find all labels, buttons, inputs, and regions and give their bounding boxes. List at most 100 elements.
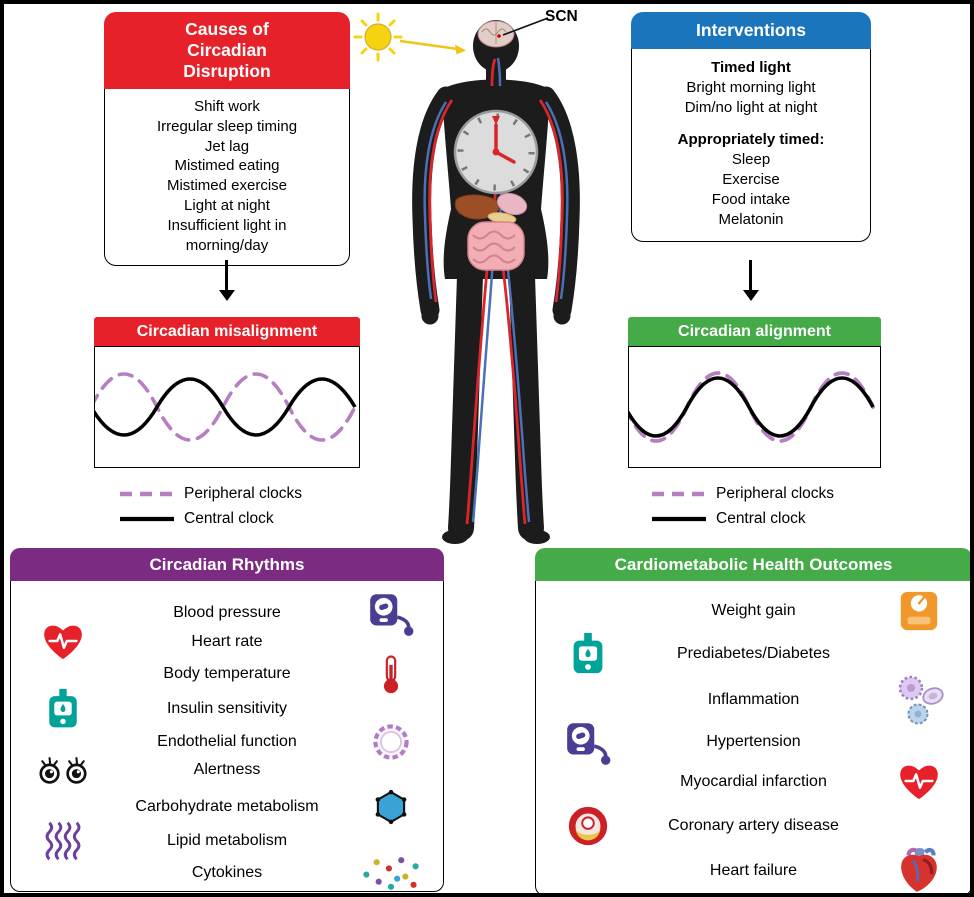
legend-label: Peripheral clocks [184, 484, 303, 502]
blood-pressure-monitor-icon [366, 588, 416, 638]
legend-label: Central clock [184, 509, 274, 527]
appropriately-timed-heading: Appropriately timed: [677, 131, 825, 149]
immune-cells-icon [891, 674, 947, 726]
rhythm-label: Cytokines [191, 863, 263, 881]
outcome-label: Heart failure [709, 862, 798, 879]
solid-black-line-icon [652, 516, 706, 521]
interventions-box: Interventions Timed light Bright morning… [631, 12, 871, 243]
alignment-wave-panel [628, 346, 881, 468]
rhythm-label: Heart rate [191, 633, 263, 650]
circadian-rhythms-title: Circadian Rhythms [10, 548, 444, 581]
spacer [640, 117, 862, 130]
rhythm-row: Lipid metabolism [19, 819, 435, 852]
vessel-ring-icon [369, 720, 413, 764]
misalignment-waves [95, 372, 357, 442]
circadian-rhythms-body: Blood pressure Heart rate Body temperatu… [10, 581, 444, 892]
glucose-meter-icon [565, 631, 611, 677]
causes-item: Insufficient light in morning/day [167, 216, 287, 254]
outcome-row: Hypertension [544, 717, 963, 760]
legend-label: Peripheral clocks [716, 484, 835, 502]
alignment-legend: Peripheral clocks Central clock [652, 481, 834, 531]
misalignment-legend: Peripheral clocks Central clock [120, 481, 302, 531]
alignment-waves [629, 371, 875, 443]
rhythm-row: Blood pressure [19, 588, 435, 621]
outcome-label: Hypertension [706, 733, 801, 750]
outcome-label: Inflammation [707, 691, 800, 708]
rhythm-row: Endothelial function [19, 720, 435, 753]
heart-ecg-icon [40, 621, 86, 663]
interventions-downarrow [749, 260, 753, 290]
brain-icon [477, 20, 515, 48]
anatomical-heart-icon [894, 846, 944, 896]
outcome-row: Myocardial infarction [544, 760, 963, 803]
outcome-row: Weight gain [544, 588, 963, 631]
rhythm-label: Endothelial function [157, 733, 297, 750]
body-clock-icon [453, 109, 539, 195]
scn-pointer-line [502, 17, 549, 36]
causes-box: Causes of Circadian Disruption Shift wor… [104, 12, 350, 267]
rhythm-row: Carbohydrate metabolism [19, 786, 435, 819]
outcome-row: Inflammation [544, 674, 963, 717]
heart-ecg-icon [896, 761, 942, 803]
dashed-purple-line-icon [652, 491, 706, 496]
rhythm-row: Body temperature [19, 654, 435, 687]
intervention-item: Dim/no light at night [684, 98, 818, 116]
legend-row-peripheral: Peripheral clocks [120, 481, 302, 506]
alignment-title: Circadian alignment [628, 317, 881, 346]
causes-item: Irregular sleep timing [156, 117, 298, 135]
dashed-purple-line-icon [120, 491, 174, 496]
causes-item: Mistimed eating [174, 157, 280, 175]
intervention-item: Exercise [722, 170, 780, 188]
central-clock-wave [629, 376, 875, 438]
rhythm-row: Cytokines [19, 852, 435, 885]
blood-pressure-monitor-icon [563, 717, 613, 767]
rhythm-label: Carbohydrate metabolism [135, 798, 319, 815]
artery-cross-section-icon [565, 803, 611, 849]
legend-label: Central clock [716, 509, 806, 527]
rhythm-row: Heart rate [19, 621, 435, 654]
rhythm-label: Body temperature [163, 665, 291, 682]
cytokine-dots-icon [360, 852, 422, 893]
rhythm-row: Insulin sensitivity [19, 687, 435, 720]
rhythm-label: Lipid metabolism [166, 832, 288, 849]
causes-item: Light at night [184, 196, 270, 214]
misalignment-title: Circadian misalignment [94, 317, 360, 346]
scn-label: SCN [545, 8, 578, 25]
intervention-item: Food intake [711, 190, 791, 208]
cardiometabolic-outcomes-title: Cardiometabolic Health Outcomes [535, 548, 970, 581]
outcome-row: Prediabetes/Diabetes [544, 631, 963, 674]
outcome-row: Coronary artery disease [544, 803, 963, 846]
legend-row-central: Central clock [652, 506, 834, 531]
circadian-rhythms-box: Circadian Rhythms Blood pressure Heart r… [10, 548, 444, 892]
causes-item: Jet lag [204, 137, 250, 155]
cardiometabolic-outcomes-body: Weight gain Prediabetes/Diabetes Inflamm… [535, 581, 970, 893]
outcome-row: Heart failure [544, 846, 963, 889]
rhythm-row: Alertness [19, 753, 435, 786]
legend-row-peripheral: Peripheral clocks [652, 481, 834, 506]
body-silhouette [412, 20, 580, 544]
causes-item: Shift work [194, 98, 260, 115]
outcome-label: Myocardial infarction [680, 772, 827, 790]
rhythm-label: Alertness [193, 760, 261, 778]
human-body-illustration [353, 12, 580, 544]
weight-scale-icon [896, 588, 942, 634]
intervention-item: Melatonin [718, 210, 784, 228]
causes-box-title: Causes of Circadian Disruption [104, 12, 350, 89]
outcome-label: Prediabetes/Diabetes [677, 645, 830, 662]
solid-black-line-icon [120, 516, 174, 521]
causes-item: Mistimed exercise [166, 177, 288, 195]
timed-light-heading: Timed light [711, 59, 791, 76]
causes-box-body: Shift work Irregular sleep timing Jet la… [104, 89, 350, 267]
misalignment-wave-panel [94, 346, 360, 468]
lipid-chains-icon [43, 819, 83, 863]
central-clock-wave [95, 377, 357, 437]
sun-icon [353, 12, 466, 62]
intervention-item: Bright morning light [686, 78, 816, 96]
rhythm-label: Blood pressure [173, 604, 281, 621]
interventions-box-body: Timed light Bright morning light Dim/no … [631, 49, 871, 243]
interventions-box-title: Interventions [631, 12, 871, 49]
glucose-molecule-icon [370, 786, 412, 828]
rhythm-label: Insulin sensitivity [166, 700, 288, 717]
outcome-label: Coronary artery disease [668, 817, 839, 834]
